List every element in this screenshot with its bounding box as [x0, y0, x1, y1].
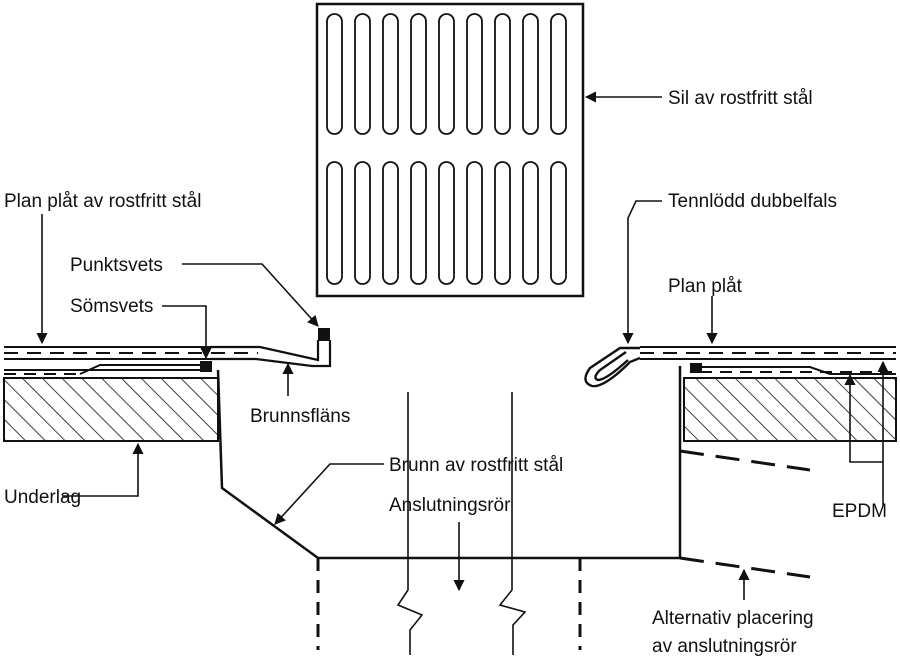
strainer — [315, 2, 585, 298]
drain-body — [216, 366, 682, 650]
spot-weld-mark — [318, 328, 330, 341]
left-substrate — [3, 377, 219, 442]
seam-weld-mark — [200, 361, 212, 372]
label-spot-weld: Punktsvets — [70, 255, 163, 276]
strainer-frame — [315, 2, 585, 298]
label-substrate: Underlag — [4, 487, 81, 508]
label-strainer: Sil av rostfritt stål — [668, 88, 813, 109]
right-roof-assembly — [584, 346, 897, 579]
alt-pipe-top-line — [679, 449, 811, 472]
label-drain-body: Brunn av rostfritt stål — [389, 455, 563, 476]
drain-flange-line — [210, 340, 320, 362]
label-alt-placement-2: av anslutningsrör — [652, 636, 797, 657]
label-alt-placement-1: Alternativ placering — [652, 608, 814, 629]
label-flat-sheet-stainless: Plan plåt av rostfritt stål — [4, 191, 201, 212]
label-connection-pipe: Anslutningsrör — [389, 495, 511, 516]
right-seam-mark — [690, 363, 702, 373]
label-epdm: EPDM — [832, 501, 887, 522]
label-soldered-double-seam: Tennlödd dubbelfals — [668, 191, 837, 212]
left-roof-assembly — [3, 328, 332, 442]
label-drain-flange: Brunnsfläns — [250, 406, 350, 427]
label-seam-weld: Sömsvets — [70, 296, 153, 317]
right-substrate — [683, 377, 897, 442]
alt-pipe-bottom-line — [679, 556, 811, 579]
connection-pipe — [396, 392, 527, 655]
strainer-slots-top — [326, 13, 567, 135]
double-seam-fold — [584, 346, 641, 388]
strainer-slots-bottom — [326, 161, 567, 285]
label-flat-sheet: Plan plåt — [668, 276, 743, 297]
leader-lines — [36, 91, 889, 600]
